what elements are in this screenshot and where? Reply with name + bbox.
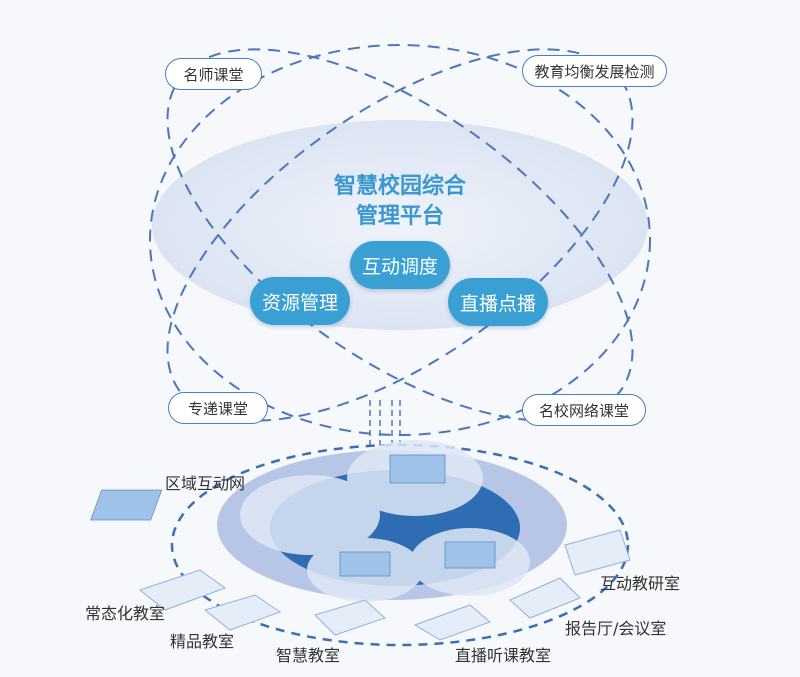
classroom-tiles bbox=[138, 529, 631, 641]
room-label-hall: 报告厅/会议室 bbox=[565, 619, 667, 638]
campus-buildings bbox=[90, 454, 496, 577]
orbit-label-famous-school: 名校网络课堂 bbox=[522, 394, 646, 426]
orbit-label-balance-monitor: 教育均衡发展检测 bbox=[522, 55, 667, 87]
orbit-label-famous-teacher: 名师课堂 bbox=[165, 58, 262, 90]
room-label-research: 互动教研室 bbox=[600, 574, 681, 593]
platform-title: 智慧校园综合 管理平台 bbox=[290, 172, 510, 232]
orbit-label-delivery-class: 专递课堂 bbox=[168, 392, 268, 424]
module-resource-management[interactable]: 资源管理 bbox=[250, 277, 350, 325]
room-label-live: 直播听课教室 bbox=[455, 646, 552, 665]
platform-title-line2: 管理平台 bbox=[355, 204, 444, 229]
module-interactive-dispatch[interactable]: 互动调度 bbox=[350, 241, 450, 289]
room-label-smart: 智慧教室 bbox=[276, 646, 341, 665]
platform-title-line1: 智慧校园综合 bbox=[333, 174, 466, 199]
room-label-premium: 精品教室 bbox=[170, 632, 235, 651]
room-label-regular: 常态化教室 bbox=[85, 604, 166, 623]
network-title: 区域互动网 bbox=[165, 474, 246, 493]
module-live-vod[interactable]: 直播点播 bbox=[448, 278, 548, 326]
